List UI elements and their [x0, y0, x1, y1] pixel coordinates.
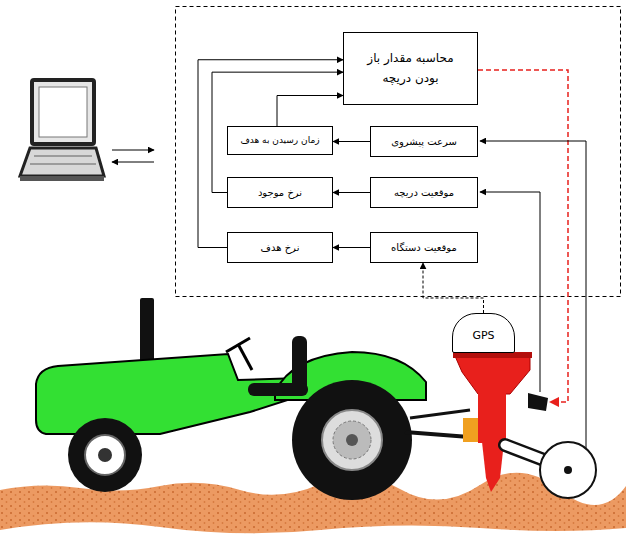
rear-hub	[346, 434, 358, 446]
metering-gate	[528, 393, 548, 411]
node-label: نرخ موجود	[258, 185, 302, 201]
flow-arrow	[423, 263, 484, 313]
laptop-display	[39, 87, 87, 137]
input-box: موقعیت دستگاه	[370, 232, 478, 263]
exhaust-pipe	[140, 298, 154, 362]
rear-rim	[322, 410, 382, 470]
flow-arrow	[198, 60, 343, 248]
process-box: نرخ هدف	[227, 232, 333, 263]
data-arrow-in	[112, 162, 154, 163]
data-arrow-out	[112, 150, 154, 151]
front-rim	[85, 435, 125, 475]
hitch-top-link	[410, 410, 470, 418]
node-label: موقعیت دریچه	[394, 185, 454, 201]
input-box: موقعیت دریچه	[370, 177, 478, 208]
seed-tube	[478, 393, 506, 443]
node-label: نرخ هدف	[261, 240, 300, 256]
flow-arrow	[277, 96, 343, 126]
flow-arrow	[333, 247, 370, 248]
flow-arrow	[333, 192, 370, 193]
flow-arrow	[212, 72, 343, 192]
process-box: زمان رسیدن به هدف	[227, 126, 333, 155]
node-label: محاسبه مقدار باز بودن دریچه	[360, 49, 461, 87]
node-label: موقعیت دستگاه	[391, 240, 457, 256]
steering-wheel	[226, 338, 250, 352]
node-label: GPS	[472, 327, 494, 345]
front-hub	[98, 448, 112, 462]
node-label: سرعت پیشروی	[391, 134, 457, 150]
process-box: محاسبه مقدار باز بودن دریچه	[343, 32, 478, 105]
press-wheel	[540, 442, 596, 498]
steering-column	[238, 344, 252, 370]
input-box: سرعت پیشروی	[370, 126, 478, 157]
gps-receiver: GPS	[452, 313, 515, 353]
seat-cushion	[248, 383, 308, 396]
rear-rim-inner	[333, 421, 371, 459]
front-wheel	[68, 418, 142, 492]
laptop-keyboard	[20, 148, 104, 176]
node-label: زمان رسیدن به هدف	[240, 133, 319, 147]
laptop-base	[20, 176, 104, 181]
process-box: نرخ موجود	[227, 177, 333, 208]
seed-hopper	[455, 356, 530, 394]
laptop-screen	[32, 80, 94, 144]
system-boundary	[176, 7, 621, 297]
laptop-keys	[30, 156, 96, 164]
rear-wheel	[292, 380, 412, 500]
seeder-bracket	[463, 418, 478, 442]
press-wheel-hub	[564, 466, 572, 474]
flow-arrow	[333, 141, 370, 142]
